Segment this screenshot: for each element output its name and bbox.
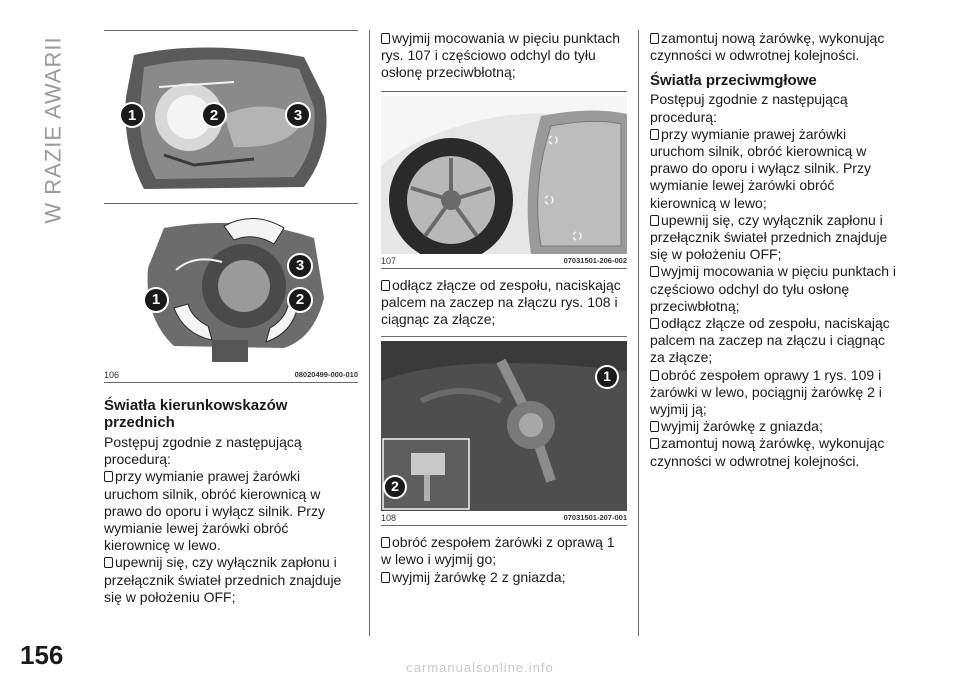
column-3: zamontuj nową żarówkę, wykonując czynnoś…: [650, 30, 896, 470]
bullet-icon: [381, 537, 390, 549]
list-item: upewnij się, czy wyłącznik zapłonu i prz…: [650, 211, 888, 263]
callout-3: 3: [295, 257, 305, 274]
callout-3: 3: [293, 107, 303, 124]
column-divider: [638, 30, 639, 636]
figure-bottom-rule: [381, 267, 627, 269]
callout-1: 1: [127, 107, 137, 124]
bullet-icon: [650, 369, 659, 381]
column-divider: [369, 30, 370, 636]
section-heading: Światła przeciwmgłowe: [650, 72, 817, 90]
figure-caption: 108 07031501-207-001: [381, 513, 627, 523]
figure-split-rule: [104, 203, 358, 204]
figure-number: 108: [381, 513, 397, 524]
bullet-icon: [650, 33, 659, 44]
figure-108: 1 2 108 07031501-207-001: [381, 341, 627, 527]
section-heading: Światła kierunkowskazów przednich: [104, 397, 288, 431]
list-item: zamontuj nową żarówkę, wykonując czynnoś…: [650, 30, 885, 64]
bullet-icon: [104, 557, 113, 569]
bullet-icon: [650, 438, 659, 450]
bullet-icon: [381, 571, 390, 583]
list-item: upewnij się, czy wyłącznik zapłonu i prz…: [104, 554, 342, 605]
figure-top-rule: [381, 90, 627, 92]
figure-top-rule: [104, 30, 358, 31]
callout-2: 2: [295, 291, 305, 308]
list-item: przy wymianie prawej żarówki uruchom sil…: [104, 468, 325, 554]
intro-text: Postępuj zgodnie z następującą procedurą…: [104, 434, 302, 468]
column-2: wyjmij mocowania w pięciu punktach rys. …: [381, 30, 627, 586]
bullet-icon: [650, 214, 659, 226]
bullet-icon: [650, 318, 659, 330]
bullet-icon: [381, 279, 390, 291]
bullet-icon: [650, 421, 659, 433]
page-number: 156: [20, 640, 64, 670]
figure-code: 08020499-000-010: [294, 370, 358, 379]
list-item: odłącz złącze od zespołu, naciskając pal…: [381, 276, 621, 328]
callout-1: 1: [151, 291, 161, 308]
list-item: wyjmij mocowania w pięciu punktach i czę…: [650, 263, 896, 314]
callout-1: 1: [603, 368, 611, 385]
figure-bottom-rule: [104, 382, 358, 383]
list-item: przy wymianie prawej żarówki uruchom sil…: [650, 125, 871, 211]
footer-watermark: carmanualsonline.info: [406, 660, 554, 675]
figure-code: 07031501-206-002: [563, 255, 627, 265]
figure-code: 07031501-207-001: [563, 513, 627, 523]
list-item: obróć zespołem żarówki z oprawą 1 w lewo…: [381, 534, 615, 568]
figure-number: 107: [381, 255, 397, 266]
bullet-icon: [381, 33, 390, 44]
list-item: obróć zespołem oprawy 1 rys. 109 i żarów…: [650, 366, 882, 418]
bullet-icon: [650, 266, 659, 278]
bullet-icon: [104, 471, 113, 483]
section-title: W RAZIE AWARII: [41, 36, 66, 224]
figure-top-rule: [381, 336, 627, 338]
figure-caption: 106 08020499-000-010: [104, 370, 358, 380]
list-item: wyjmij mocowania w pięciu punktach rys. …: [381, 30, 620, 81]
bullet-icon: [650, 128, 659, 140]
wheel-arch-photo: [381, 95, 627, 254]
figure-106: 1 2 3 1 2 3 106 08020499-000-010: [104, 37, 358, 383]
list-item: wyjmij żarówkę 2 z gniazda;: [381, 569, 627, 586]
callout-2: 2: [391, 478, 399, 495]
figure-caption: 107 07031501-206-002: [381, 256, 627, 266]
list-item: wyjmij żarówkę z gniazda;: [650, 418, 896, 435]
figure-bottom-rule: [381, 525, 627, 527]
headlamp-photo-bottom: [104, 208, 358, 368]
intro-text: Postępuj zgodnie z następującą procedurą…: [650, 91, 848, 125]
section-side-tab: W RAZIE AWARII: [28, 30, 80, 230]
list-item: odłącz złącze od zespołu, naciskając pal…: [650, 315, 890, 366]
engine-bay-photo: [381, 341, 627, 512]
figure-number: 106: [104, 370, 120, 380]
callout-2: 2: [209, 107, 219, 124]
column-1: 1 2 3 1 2 3 106 08020499-000-010 Św: [104, 30, 358, 606]
list-item: zamontuj nową żarówkę, wykonując czynnoś…: [650, 435, 885, 469]
figure-107: 107 07031501-206-002: [381, 95, 627, 269]
